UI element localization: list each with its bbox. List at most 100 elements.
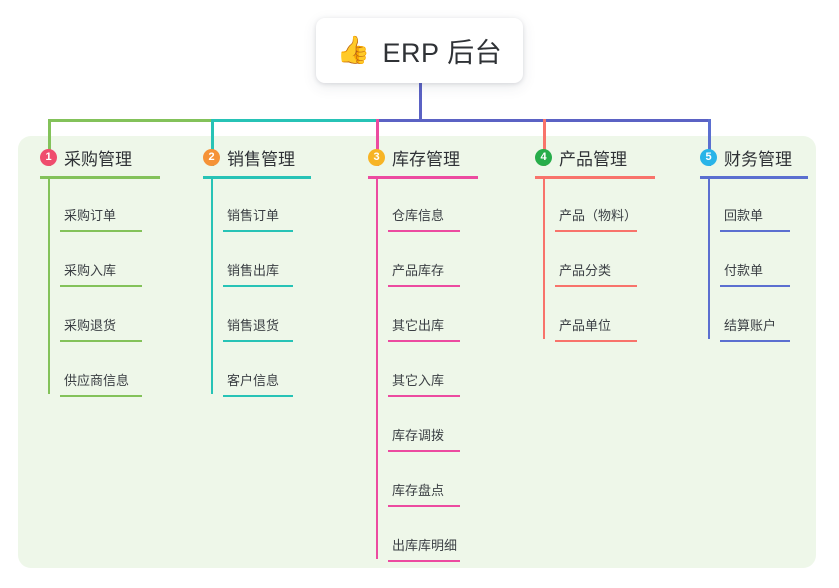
leaf-item[interactable]: 销售出库	[223, 260, 293, 287]
leaf-item[interactable]: 库存盘点	[388, 480, 460, 507]
leaf-underline	[720, 340, 790, 342]
leaf-item[interactable]: 付款单	[720, 260, 790, 287]
leaf-label: 销售订单	[227, 208, 280, 223]
leaf-label: 出库库明细	[392, 538, 458, 553]
column-badge-2: 2	[203, 149, 220, 166]
thumbs-up-icon: 👍	[336, 35, 371, 66]
leaf-label: 采购入库	[64, 263, 117, 278]
leaf-underline	[388, 395, 460, 397]
leaf-item[interactable]: 结算账户	[720, 315, 790, 342]
root-trunk	[419, 83, 422, 122]
column-underline-4	[535, 176, 655, 179]
leaf-item[interactable]: 库存调拨	[388, 425, 460, 452]
column-title-5: 财务管理	[724, 150, 792, 169]
leaf-underline	[60, 340, 142, 342]
connector-stub-4	[543, 119, 546, 166]
column-spine-4	[543, 179, 545, 339]
leaf-underline	[223, 395, 293, 397]
leaf-label: 付款单	[724, 263, 764, 278]
leaf-item[interactable]: 销售退货	[223, 315, 293, 342]
leaf-underline	[555, 230, 637, 232]
column-title-1: 采购管理	[64, 150, 132, 169]
leaf-underline	[388, 450, 460, 452]
column-underline-1	[40, 176, 160, 179]
connector-stub-1	[48, 119, 51, 166]
column-underline-3	[368, 176, 478, 179]
leaf-label: 供应商信息	[64, 373, 130, 388]
column-header-5[interactable]: 5 财务管理	[700, 145, 792, 170]
leaf-item[interactable]: 采购订单	[60, 205, 142, 232]
leaf-item[interactable]: 仓库信息	[388, 205, 460, 232]
connector-stub-2	[211, 119, 214, 166]
leaf-label: 产品库存	[392, 263, 445, 278]
column-header-1[interactable]: 1 采购管理	[40, 145, 132, 170]
leaf-underline	[720, 285, 790, 287]
leaf-item[interactable]: 采购入库	[60, 260, 142, 287]
column-badge-4: 4	[535, 149, 552, 166]
leaf-underline	[60, 285, 142, 287]
leaf-item[interactable]: 其它出库	[388, 315, 460, 342]
column-header-2[interactable]: 2 销售管理	[203, 145, 295, 170]
leaf-underline	[223, 340, 293, 342]
column-underline-2	[203, 176, 311, 179]
leaf-item[interactable]: 产品分类	[555, 260, 637, 287]
leaf-underline	[388, 560, 460, 562]
column-badge-1: 1	[40, 149, 57, 166]
leaf-underline	[60, 395, 142, 397]
column-badge-5: 5	[700, 149, 717, 166]
leaf-underline	[223, 230, 293, 232]
leaf-item[interactable]: 产品库存	[388, 260, 460, 287]
leaf-label: 产品（物料）	[559, 208, 638, 223]
leaf-label: 销售退货	[227, 318, 280, 333]
leaf-item[interactable]: 采购退货	[60, 315, 142, 342]
leaf-label: 采购退货	[64, 318, 117, 333]
leaf-label: 产品分类	[559, 263, 612, 278]
leaf-label: 回款单	[724, 208, 764, 223]
leaf-label: 结算账户	[724, 318, 777, 333]
leaf-underline	[555, 285, 637, 287]
column-title-2: 销售管理	[227, 150, 295, 169]
leaf-underline	[223, 285, 293, 287]
leaf-underline	[388, 505, 460, 507]
column-underline-5	[700, 176, 808, 179]
column-header-3[interactable]: 3 库存管理	[368, 145, 460, 170]
leaf-underline	[388, 285, 460, 287]
leaf-label: 采购订单	[64, 208, 117, 223]
column-badge-3: 3	[368, 149, 385, 166]
diagram-panel	[18, 136, 816, 568]
leaf-label: 库存调拨	[392, 428, 445, 443]
column-spine-3	[376, 179, 378, 559]
leaf-label: 销售出库	[227, 263, 280, 278]
column-spine-5	[708, 179, 710, 339]
leaf-underline	[555, 340, 637, 342]
leaf-label: 其它入库	[392, 373, 445, 388]
leaf-item[interactable]: 其它入库	[388, 370, 460, 397]
connector-bar-segment-1	[48, 119, 211, 122]
leaf-underline	[60, 230, 142, 232]
leaf-item[interactable]: 出库库明细	[388, 535, 460, 562]
leaf-item[interactable]: 供应商信息	[60, 370, 142, 397]
leaf-item[interactable]: 回款单	[720, 205, 790, 232]
column-spine-2	[211, 179, 213, 394]
root-node[interactable]: 👍 ERP 后台	[316, 18, 523, 83]
leaf-item[interactable]: 客户信息	[223, 370, 293, 397]
leaf-label: 产品单位	[559, 318, 612, 333]
leaf-label: 库存盘点	[392, 483, 445, 498]
leaf-item[interactable]: 产品（物料）	[555, 205, 637, 232]
leaf-item[interactable]: 销售订单	[223, 205, 293, 232]
column-header-4[interactable]: 4 产品管理	[535, 145, 627, 170]
column-title-4: 产品管理	[559, 150, 627, 169]
connector-stub-3	[376, 119, 379, 166]
leaf-underline	[388, 230, 460, 232]
leaf-label: 其它出库	[392, 318, 445, 333]
column-title-3: 库存管理	[392, 150, 460, 169]
column-spine-1	[48, 179, 50, 394]
leaf-underline	[720, 230, 790, 232]
leaf-label: 客户信息	[227, 373, 280, 388]
leaf-underline	[388, 340, 460, 342]
root-title: ERP 后台	[382, 38, 503, 68]
leaf-item[interactable]: 产品单位	[555, 315, 637, 342]
leaf-label: 仓库信息	[392, 208, 445, 223]
connector-bar-segment-2	[211, 119, 376, 122]
